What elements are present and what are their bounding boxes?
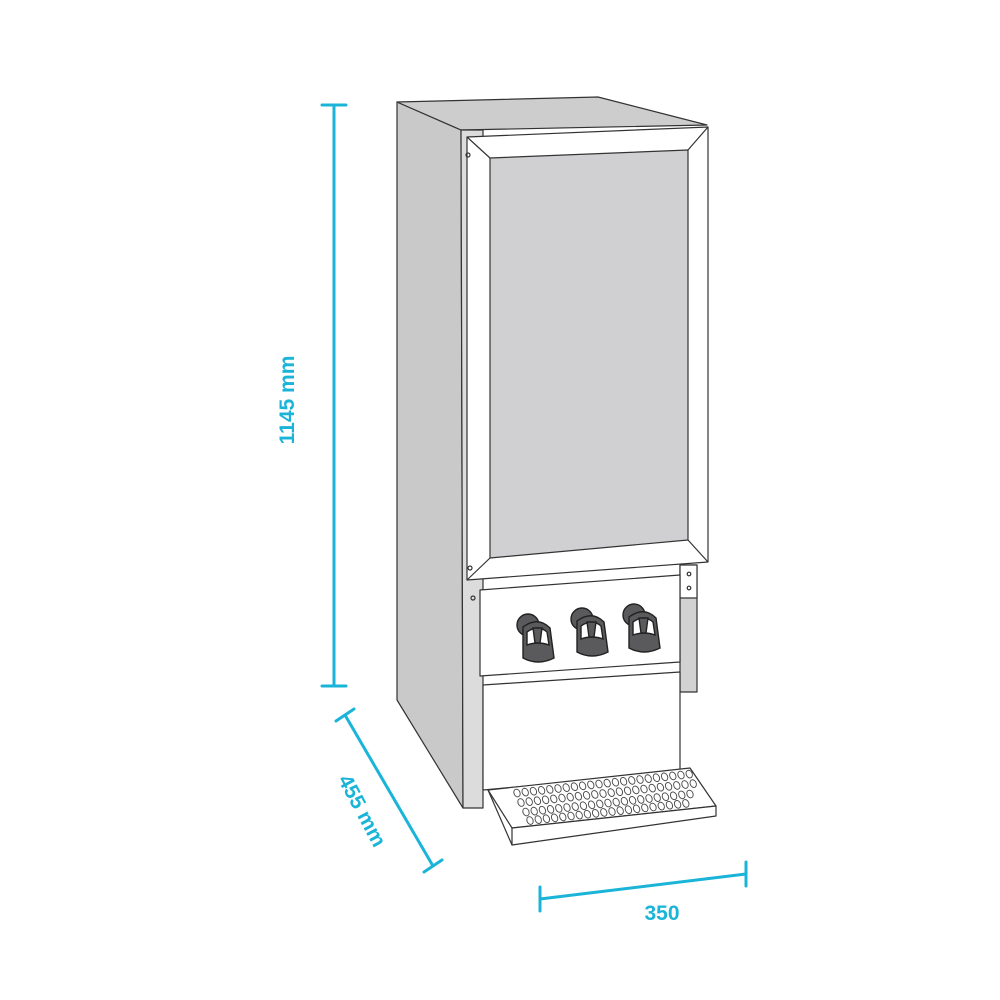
drip-tray-slot — [628, 776, 636, 785]
drip-tray-slot — [595, 779, 603, 789]
drip-tray[interactable] — [487, 767, 717, 846]
drip-tray-slot — [526, 816, 534, 825]
drip-tray-slot — [566, 792, 574, 802]
drip-tray-slot — [673, 800, 682, 809]
drip-tray-slot — [624, 805, 633, 814]
drip-tray-slot — [637, 795, 645, 804]
drip-tray-slot — [648, 783, 656, 793]
drip-tray-slot — [645, 794, 653, 803]
drip-tray-slot — [644, 774, 652, 783]
width-label: 350 — [644, 902, 679, 925]
height-label: 1145 mm — [276, 356, 299, 445]
drip-tray-slot — [578, 781, 587, 791]
drip-tray-slot — [653, 793, 661, 802]
drip-tray-slot — [591, 809, 600, 818]
drip-tray-slot — [537, 786, 546, 795]
drip-tray-slot — [542, 814, 551, 823]
door-glass — [489, 149, 689, 559]
drip-tray-slot — [612, 797, 620, 807]
depth-dimension-line — [343, 713, 435, 868]
drip-tray-slot — [616, 806, 624, 815]
drip-tray-slot — [628, 796, 637, 805]
side-panel — [396, 101, 464, 809]
drip-tray-slot — [669, 791, 678, 801]
drip-tray-slot — [600, 808, 608, 817]
drip-tray-slot — [529, 786, 538, 796]
drip-tray-slot — [636, 775, 644, 784]
drip-tray-slot — [555, 804, 563, 813]
drip-tray-slot — [567, 811, 575, 821]
drip-tray-slot — [599, 789, 607, 798]
drip-tray-slot — [587, 800, 596, 810]
drip-tray-slot — [632, 804, 641, 814]
drip-tray-slot — [682, 799, 690, 808]
drip-tray-slot — [669, 771, 677, 781]
drip-tray-slot — [632, 785, 640, 795]
drip-tray-slot — [546, 805, 555, 814]
drip-tray-slot — [517, 798, 525, 807]
drip-tray-slot — [571, 802, 579, 811]
drip-tray-slot — [558, 793, 566, 803]
drip-tray-slot — [615, 787, 624, 796]
drip-tray-slot — [649, 802, 657, 812]
drip-tray-slot — [562, 783, 570, 792]
drip-tray-slot — [603, 778, 611, 788]
drip-tray-slot — [525, 797, 533, 806]
drip-tray-slot — [534, 815, 542, 824]
drip-tray-slot — [611, 777, 620, 787]
drip-tray-slot — [665, 800, 674, 810]
drip-tray-slot — [587, 780, 595, 790]
drip-tray-slot — [546, 785, 554, 794]
width-dimension-line — [538, 872, 748, 901]
drip-tray-slot — [689, 779, 697, 788]
depth-label: 455 mm — [333, 771, 390, 851]
drip-tray-slot — [641, 803, 649, 813]
drip-tray-slot — [686, 789, 694, 799]
drip-tray-slot — [661, 792, 670, 801]
drip-tray-slot — [579, 801, 588, 810]
top-panel — [396, 96, 708, 131]
drip-tray-slot — [563, 803, 571, 812]
drip-tray-slot — [559, 812, 567, 822]
drip-tray-slot — [582, 791, 591, 800]
drip-tray-slot — [530, 806, 538, 816]
drip-tray-slot — [664, 782, 673, 791]
tap-3[interactable] — [622, 603, 661, 653]
drip-tray-slot — [550, 794, 558, 804]
drip-tray-slot — [550, 813, 559, 823]
drip-tray-slot — [607, 788, 615, 797]
drip-tray-slot — [640, 784, 648, 794]
tap-1[interactable] — [516, 613, 555, 663]
drip-tray-slot — [541, 795, 550, 805]
drip-tray-slot — [570, 782, 579, 791]
drip-tray-slot — [583, 809, 592, 819]
drip-tray-slot — [604, 798, 612, 808]
drip-tray-slot — [619, 777, 628, 786]
drip-tray-slot — [608, 807, 616, 816]
drip-tray-slot — [677, 770, 685, 780]
drip-tray-slot — [521, 787, 529, 797]
drip-tray-slot — [620, 796, 629, 806]
drip-tray-slot — [591, 790, 599, 799]
drip-tray-slot — [660, 772, 669, 782]
drip-tray-slot — [678, 790, 686, 800]
drip-tray-slot — [522, 807, 530, 817]
tap-2[interactable] — [570, 607, 609, 657]
drip-tray-slot — [554, 784, 562, 793]
drip-tray-slot — [596, 799, 604, 809]
drip-tray-slot — [533, 796, 542, 805]
drip-tray-slot — [623, 786, 632, 796]
drip-tray-slot — [673, 781, 681, 790]
drip-tray-slot — [652, 773, 661, 782]
drip-tray-slot — [657, 801, 665, 811]
drip-tray-slot — [685, 769, 693, 779]
drip-tray-slot — [656, 782, 665, 792]
drip-tray-slot — [575, 810, 583, 820]
drip-tray-slot — [574, 791, 583, 801]
drip-tray-slot — [538, 805, 547, 815]
drip-tray-slot — [513, 788, 521, 798]
drip-tray-slot — [681, 780, 689, 789]
